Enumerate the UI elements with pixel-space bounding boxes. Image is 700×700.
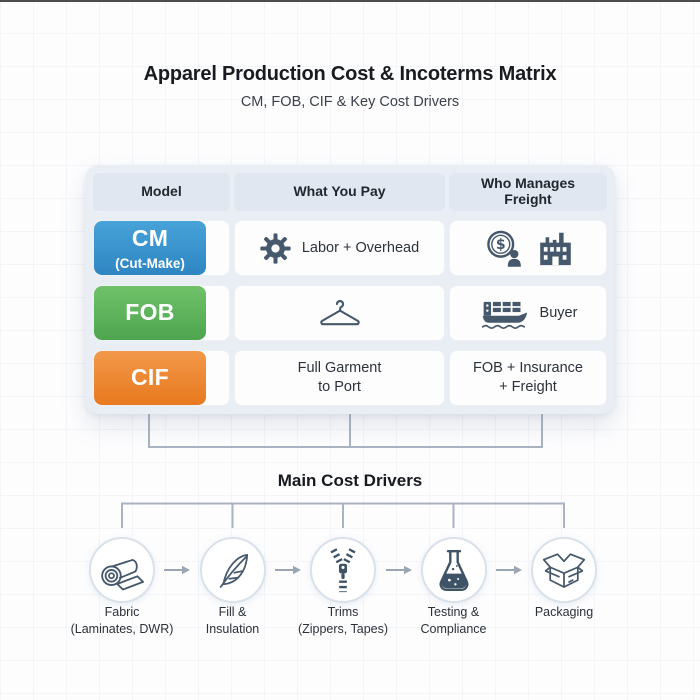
- gear-icon: [260, 232, 291, 264]
- cm-badge: CM (Cut-Make): [94, 221, 206, 275]
- cif-freight-text: FOB + Insurance + Freight: [473, 359, 583, 397]
- fob-freight-text: Buyer: [539, 304, 578, 321]
- driver-circle-fabric: [89, 537, 155, 603]
- driver-label-fabric: Fabric (Laminates, DWR): [57, 604, 187, 637]
- matrix-row-cm: CM (Cut-Make): [93, 220, 607, 276]
- arrow-right-icon: [495, 565, 522, 575]
- driver-label-packaging: Packaging: [499, 604, 629, 621]
- driver-circle-fill: [199, 537, 266, 603]
- driver-circle-testing: [420, 537, 487, 603]
- cm-badge-sublabel: (Cut-Make): [115, 255, 185, 271]
- cif-badge: CIF: [94, 351, 206, 405]
- cif-pay-cell: Full Garment to Port: [234, 350, 445, 406]
- driver-circle-packaging: [531, 537, 597, 603]
- driver-label-line2: (Laminates, DWR): [70, 621, 174, 636]
- cif-freight-line2: + Freight: [499, 379, 557, 395]
- cif-badge-label: CIF: [131, 364, 169, 391]
- hanger-icon: [319, 299, 360, 325]
- fob-freight-cell: Buyer: [449, 285, 607, 341]
- driver-label-line2: (Zippers, Tapes): [297, 621, 389, 636]
- cif-freight-cell: FOB + Insurance + Freight: [449, 350, 607, 406]
- cif-model-cell: CIF: [93, 350, 230, 406]
- cm-pay-cell: Labor + Overhead: [234, 220, 445, 276]
- arrow-right-icon: [164, 565, 190, 575]
- driver-label-line1: Packaging: [534, 605, 594, 619]
- matrix-header-row: Model What You Pay Who Manages Freight: [93, 173, 607, 211]
- cm-badge-label: CM: [131, 224, 169, 251]
- incoterms-matrix-card: Model What You Pay Who Manages Freight C…: [85, 165, 615, 414]
- fob-model-cell: FOB: [93, 285, 230, 341]
- driver-circle-trims: [310, 537, 376, 603]
- factory-icon: [539, 232, 571, 266]
- cif-freight-line1: FOB + Insurance: [472, 360, 583, 377]
- header-model: Model: [93, 173, 230, 211]
- cm-freight-cell: $: [449, 220, 607, 276]
- arrow-right-icon: [385, 565, 412, 575]
- driver-label-line1: Fabric: [104, 605, 140, 619]
- svg-text:$: $: [495, 237, 505, 253]
- fob-badge-label: FOB: [125, 299, 175, 326]
- driver-label-testing: Testing & Compliance: [389, 604, 519, 637]
- fabric-roll-icon: [101, 559, 144, 591]
- driver-label-line1: Fill &: [218, 605, 247, 619]
- drivers-title: Main Cost Drivers: [277, 471, 423, 490]
- cm-pay-text: Labor + Overhead: [301, 239, 420, 256]
- cm-model-cell: CM (Cut-Make): [93, 220, 230, 276]
- driver-label-trims: Trims (Zippers, Tapes): [278, 604, 408, 637]
- heading-block: Apparel Production Cost & Incoterms Matr…: [0, 63, 700, 110]
- driver-label-line2: Insulation: [205, 621, 260, 636]
- matrix-row-cif: CIF Full Garment to Port FOB + Insurance…: [93, 350, 607, 406]
- arrow-right-icon: [274, 565, 301, 575]
- cif-pay-line1: Full Garment: [297, 360, 382, 377]
- dollar-coin-person-icon: $: [486, 230, 521, 267]
- driver-label-fill: Fill & Insulation: [168, 604, 298, 637]
- cargo-ship-icon: [481, 301, 527, 330]
- page-title: Apparel Production Cost & Incoterms Matr…: [143, 63, 557, 85]
- driver-label-line1: Testing &: [427, 605, 480, 619]
- cif-pay-line2: to Port: [318, 379, 361, 395]
- fob-badge: FOB: [94, 286, 206, 340]
- page-subtitle: CM, FOB, CIF & Key Cost Drivers: [240, 94, 460, 110]
- feather-icon: [219, 554, 248, 588]
- flask-icon: [439, 549, 468, 591]
- top-edge-line: [0, 0, 700, 2]
- matrix-row-fob: FOB: [93, 285, 607, 341]
- header-what-you-pay: What You Pay: [234, 173, 445, 211]
- open-box-icon: [542, 553, 586, 588]
- zipper-icon: [330, 548, 356, 593]
- cif-pay-text: Full Garment to Port: [298, 359, 382, 397]
- header-who-manages-freight: Who Manages Freight: [449, 173, 607, 211]
- fob-pay-cell: [234, 285, 445, 341]
- driver-label-line2: Compliance: [420, 621, 487, 636]
- driver-label-line1: Trims: [327, 605, 359, 619]
